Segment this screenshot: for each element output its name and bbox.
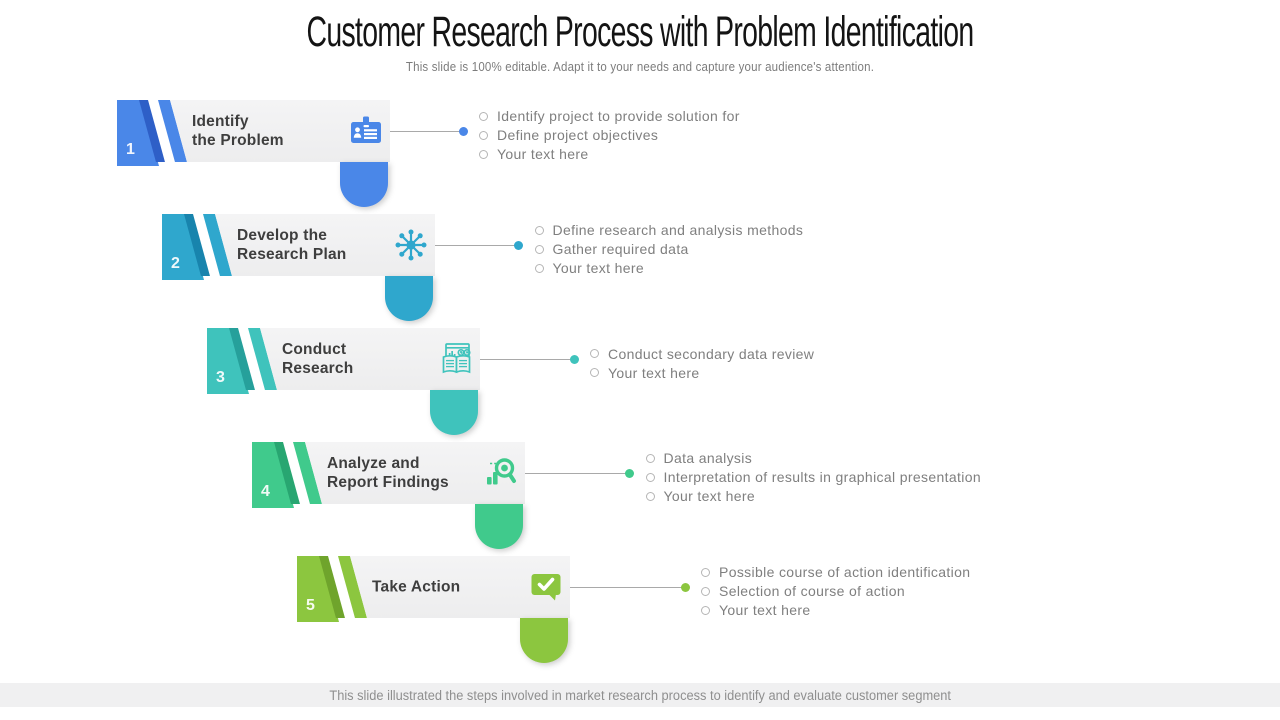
- bullet-item: Define research and analysis methods: [534, 221, 804, 240]
- bullet-text: Selection of course of action: [719, 583, 906, 599]
- network-hub-icon: [393, 227, 429, 263]
- step-hanging-tab: [520, 618, 568, 663]
- circle-bullet-icon: [534, 225, 544, 235]
- circle-bullet-icon: [590, 349, 599, 358]
- bullet-item: Gather required data: [534, 240, 804, 259]
- bullet-text: Identify project to provide solution for: [497, 108, 740, 124]
- bullet-text: Define project objectives: [497, 127, 659, 143]
- circle-bullet-icon: [645, 491, 655, 501]
- bullet-item: Define project objectives: [479, 126, 740, 145]
- step-header: 5 Take Action: [297, 556, 570, 663]
- step-number: 4: [261, 483, 270, 500]
- connector-dot-icon: [680, 582, 690, 592]
- page-title: Customer Research Process with Problem I…: [306, 8, 975, 56]
- circle-bullet-icon: [479, 130, 488, 140]
- circle-bullet-icon: [645, 472, 655, 482]
- circle-bullet-icon: [479, 149, 488, 159]
- connector-dot-icon: [458, 126, 468, 136]
- circle-bullet-icon: [701, 586, 710, 596]
- step-number: 3: [216, 369, 225, 386]
- bullet-item: Your text here: [534, 259, 804, 278]
- circle-bullet-icon: [590, 368, 599, 377]
- connector-dot-icon: [514, 240, 523, 250]
- circle-bullet-icon: [701, 605, 710, 615]
- circle-bullet-icon: [701, 567, 710, 577]
- bullet-text: Define research and analysis methods: [552, 222, 804, 238]
- connector-line: [525, 473, 630, 474]
- bullet-text: Your text here: [608, 364, 700, 381]
- bullet-item: Data analysis: [645, 449, 981, 468]
- bullet-item: Your text here: [479, 145, 740, 164]
- bullet-item: Identify project to provide solution for: [479, 107, 740, 126]
- step-number: 2: [171, 255, 180, 272]
- bullet-item: Interpretation of results in graphical p…: [645, 468, 981, 487]
- step-bullet-list: Identify project to provide solution for…: [479, 104, 740, 166]
- bullet-text: Data analysis: [663, 450, 753, 466]
- step-number: 1: [126, 141, 135, 158]
- bullet-text: Your text here: [719, 602, 811, 618]
- step-hanging-tab: [340, 162, 388, 207]
- step-label-box: Take Action: [350, 556, 570, 618]
- bullet-text: Gather required data: [552, 241, 689, 257]
- bullet-item: Possible course of action identification: [701, 563, 970, 582]
- bullet-item: Your text here: [701, 601, 970, 620]
- step-title: Take Action: [372, 578, 461, 596]
- id-badge-icon: [348, 113, 384, 149]
- research-board-book-icon: [438, 341, 474, 377]
- bullet-item: Your text here: [645, 487, 981, 506]
- connector-line: [435, 245, 519, 246]
- bullet-item: Selection of course of action: [701, 582, 970, 601]
- footer-bar: This slide illustrated the steps involve…: [0, 683, 1280, 707]
- footer-text: This slide illustrated the steps involve…: [329, 687, 951, 703]
- circle-bullet-icon: [645, 453, 655, 463]
- circle-bullet-icon: [534, 244, 544, 254]
- step-hanging-tab: [475, 504, 523, 549]
- connector-dot-icon: [569, 354, 579, 364]
- magnifier-chart-icon: [483, 455, 519, 491]
- bullet-text: Your text here: [663, 488, 756, 504]
- circle-bullet-icon: [534, 263, 544, 273]
- step-hanging-tab: [385, 276, 433, 321]
- step-hanging-tab: [430, 390, 478, 435]
- connector-line: [390, 131, 463, 132]
- bullet-item: Your text here: [590, 363, 814, 382]
- page-subtitle: This slide is 100% editable. Adapt it to…: [405, 60, 875, 74]
- connector-line: [480, 359, 574, 360]
- connector-line: [570, 587, 685, 588]
- step-bullet-list: Possible course of action identification…: [701, 560, 970, 622]
- bullet-text: Possible course of action identification: [719, 564, 971, 580]
- check-bubble-icon: [528, 569, 564, 605]
- bullet-text: Your text here: [552, 260, 645, 276]
- connector-dot-icon: [625, 468, 634, 478]
- bullet-item: Conduct secondary data review: [590, 344, 814, 363]
- bullet-text: Conduct secondary data review: [608, 345, 815, 362]
- bullet-text: Your text here: [497, 146, 589, 162]
- bullet-text: Interpretation of results in graphical p…: [663, 469, 981, 485]
- circle-bullet-icon: [479, 111, 488, 121]
- title-block: Customer Research Process with Problem I…: [0, 8, 1280, 74]
- step-number: 5: [306, 597, 315, 614]
